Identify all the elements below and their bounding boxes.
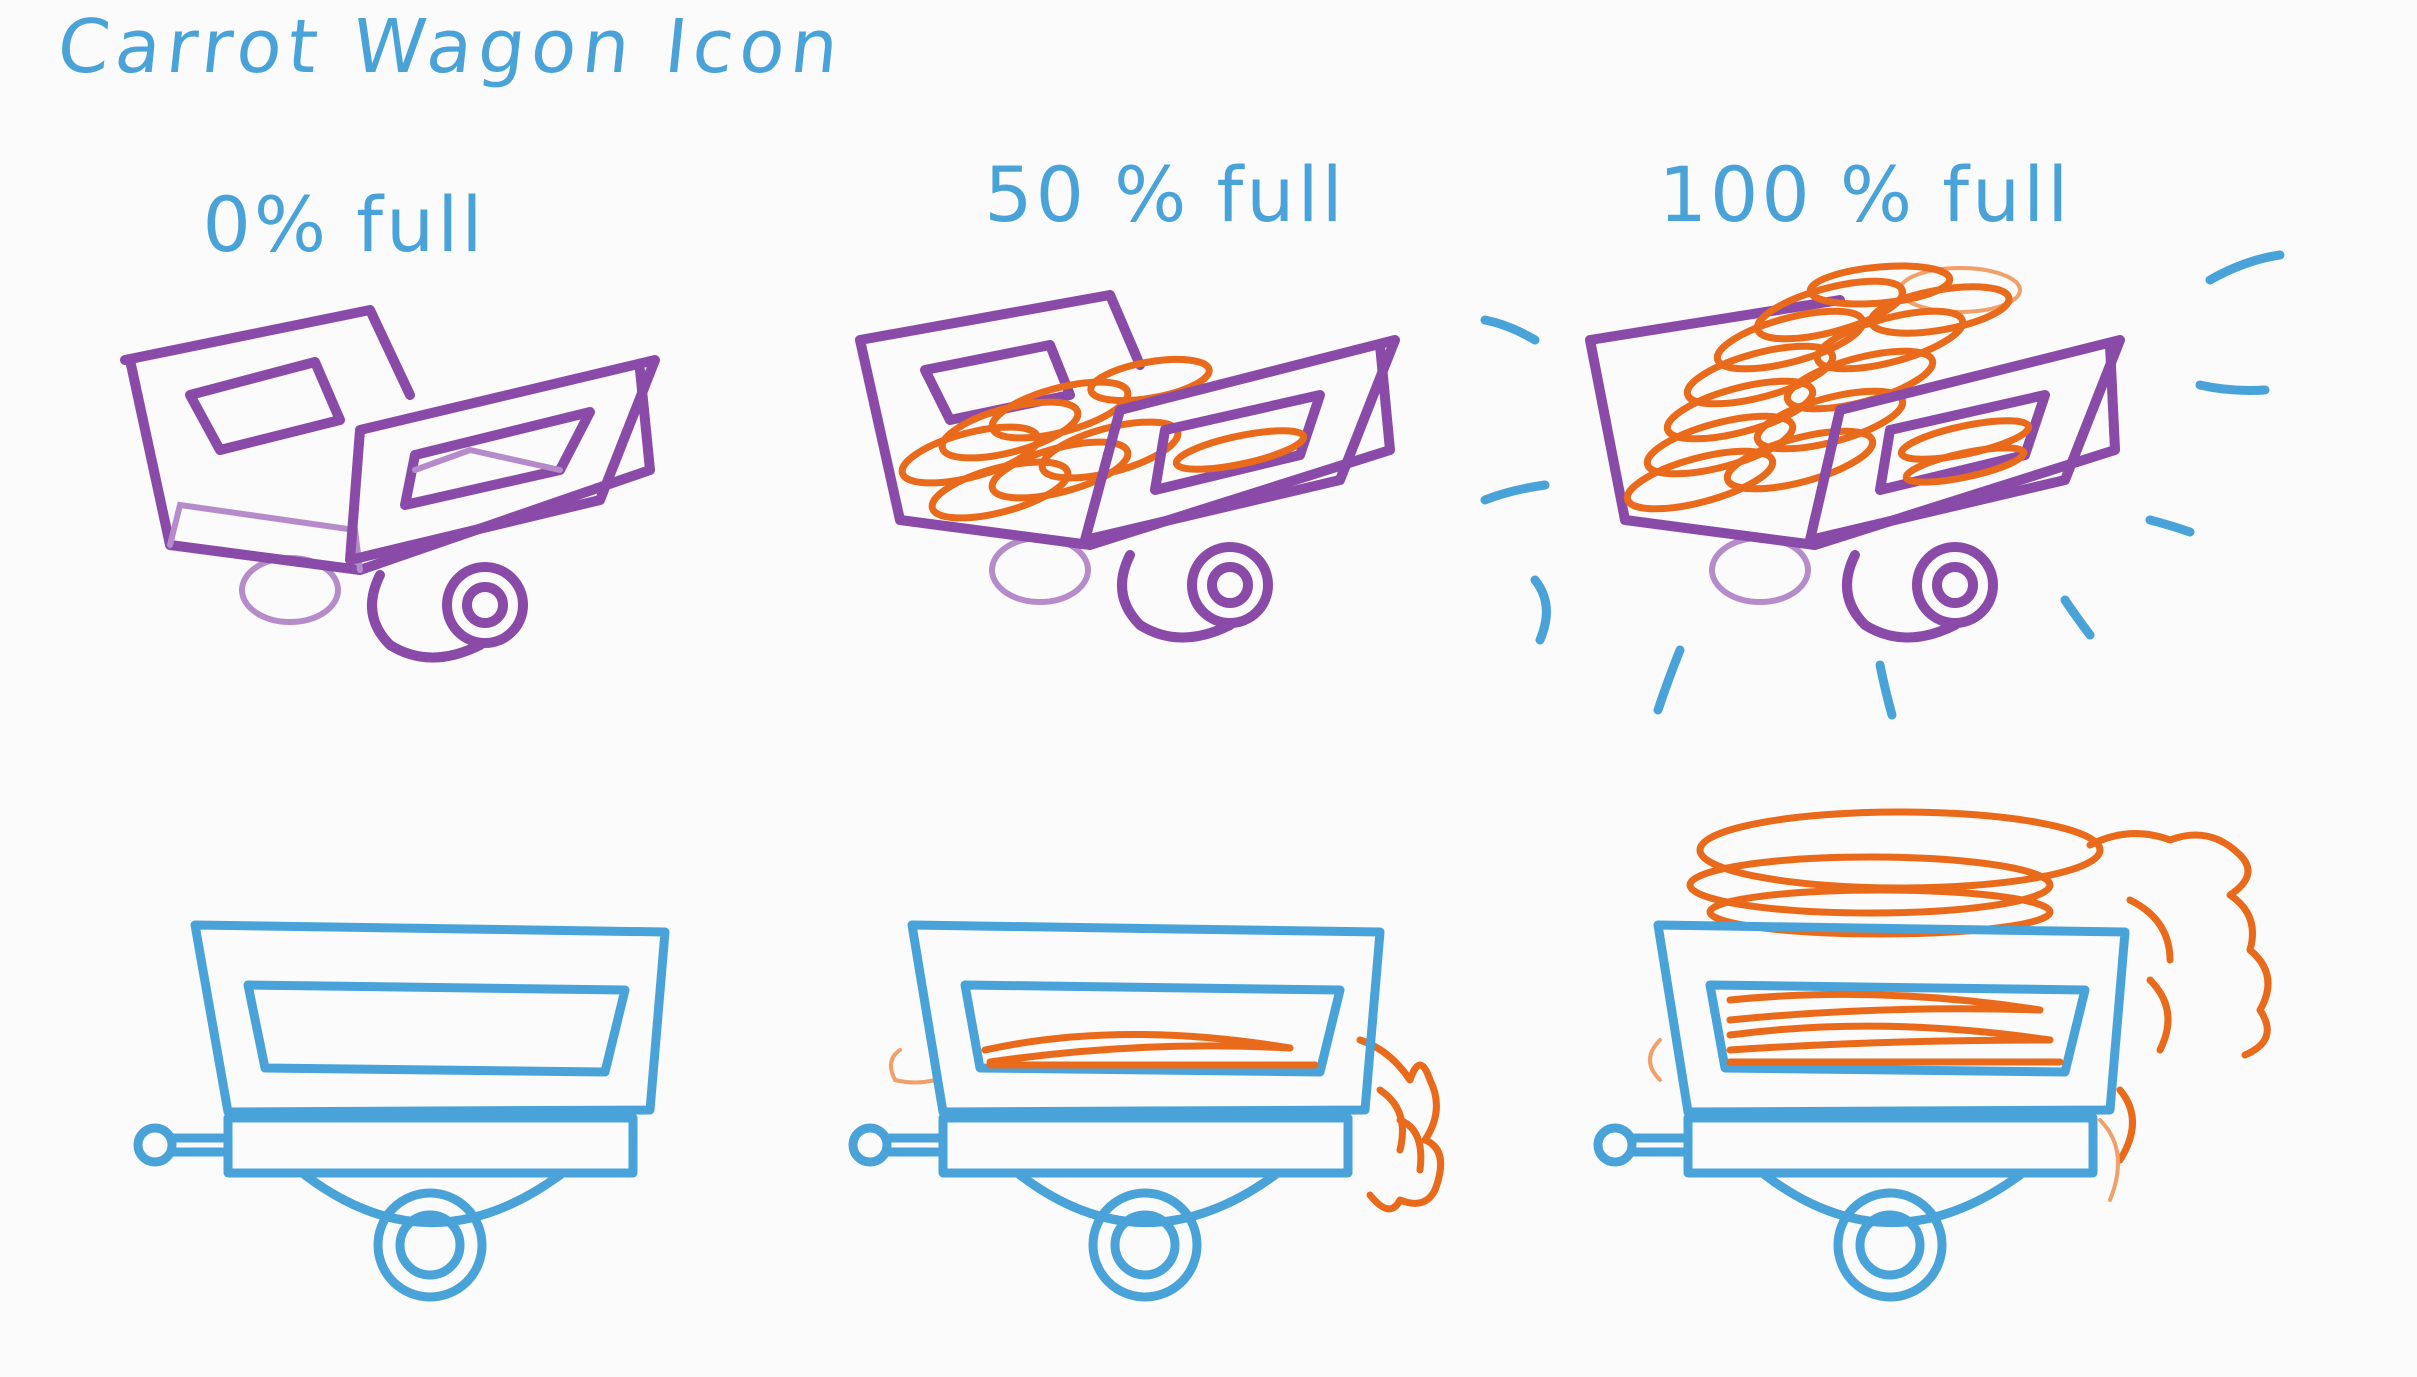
carrot-pile-half [898,355,1213,522]
stage-label-empty: 0% full [202,180,486,269]
perspective-wagon-half-icon [855,290,1400,643]
stage-label-half: 50 % full [984,150,1346,239]
wagon-wheels [239,555,528,663]
carrot-tops [889,1036,1445,1213]
stage-label-full: 100 % full [1658,150,2072,239]
glow-lines [1480,250,2285,720]
carrot-pile-side-full [1648,808,2272,1202]
perspective-wagon-full-icon [1585,262,2125,643]
wagon-wheels [1709,535,1998,643]
wagon-wheels [989,535,1273,643]
side-wagon-empty-icon [133,920,670,1302]
side-wagon-full-icon [1593,808,2272,1302]
perspective-wagon-empty-icon [120,305,660,663]
wagon-wheel [1015,1170,1280,1302]
carrot-layer-full [1726,990,2064,1066]
side-wagon-half-icon [848,920,1445,1302]
carrot-pile-full [1623,262,2022,513]
carrot-layer-half [981,1031,1319,1069]
wagon-wheel [1760,1170,2025,1302]
wagon-wheel [300,1170,565,1302]
